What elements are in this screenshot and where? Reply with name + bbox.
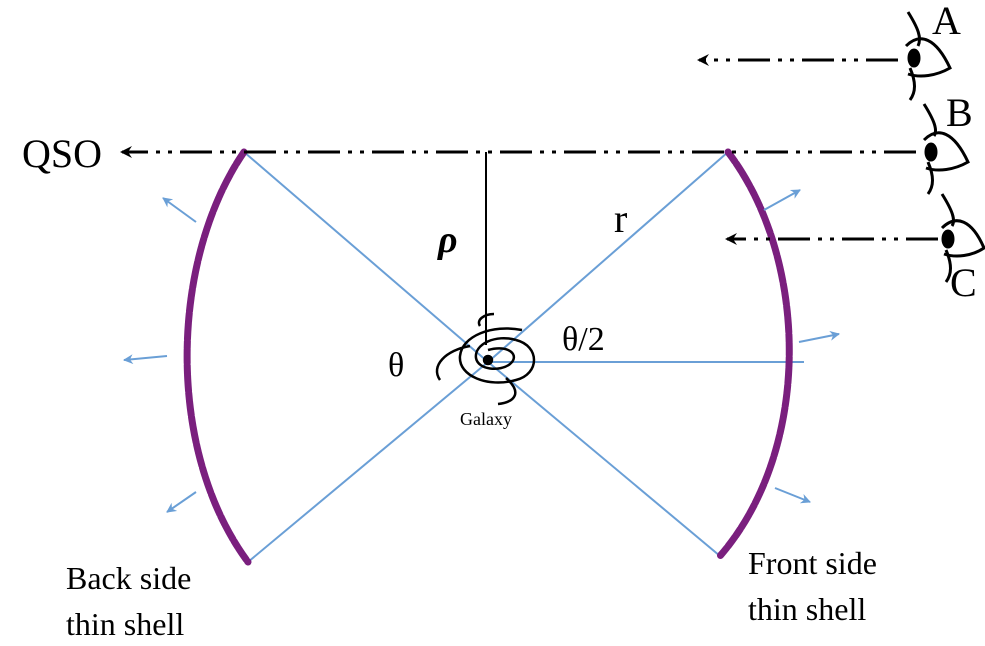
outflow-arrow xyxy=(166,491,197,513)
observer-b-eye-icon xyxy=(922,103,970,195)
outflow-arrows xyxy=(123,189,840,513)
outflow-arrow xyxy=(774,487,811,504)
observer-a-eye-icon xyxy=(904,11,952,101)
outflow-arrow xyxy=(162,197,197,223)
observer-b-label: B xyxy=(946,90,973,135)
observer-a-label: A xyxy=(932,0,961,43)
spiral-galaxy-icon xyxy=(435,312,536,406)
observer-c-eye-icon xyxy=(940,193,985,283)
back-cone-lower-edge xyxy=(247,361,489,563)
outflow-arrow xyxy=(763,189,801,211)
front-side-shell xyxy=(716,148,793,560)
back-shell-label-line1: Back side xyxy=(66,560,191,596)
bicone-edges xyxy=(243,151,804,563)
outflow-arrow xyxy=(123,354,168,365)
back-cone-upper-edge xyxy=(243,151,489,363)
theta-label: θ xyxy=(388,347,404,384)
galaxy-label: Galaxy xyxy=(460,409,512,429)
outflow-arrow xyxy=(798,330,840,343)
front-shell-label-line2: thin shell xyxy=(748,591,866,627)
theta-half-label: θ/2 xyxy=(562,321,605,358)
sightlines xyxy=(120,54,938,245)
observer-c-label: C xyxy=(950,260,977,305)
qso-label: QSO xyxy=(22,131,102,176)
front-cone-lower-edge xyxy=(487,361,721,557)
front-cone-upper-edge xyxy=(487,151,729,363)
back-side-shell xyxy=(183,148,252,566)
rho-label: ρ xyxy=(437,219,458,261)
back-shell-label-line2: thin shell xyxy=(66,606,184,642)
r-label: r xyxy=(614,196,627,241)
front-shell-label-line1: Front side xyxy=(748,545,877,581)
